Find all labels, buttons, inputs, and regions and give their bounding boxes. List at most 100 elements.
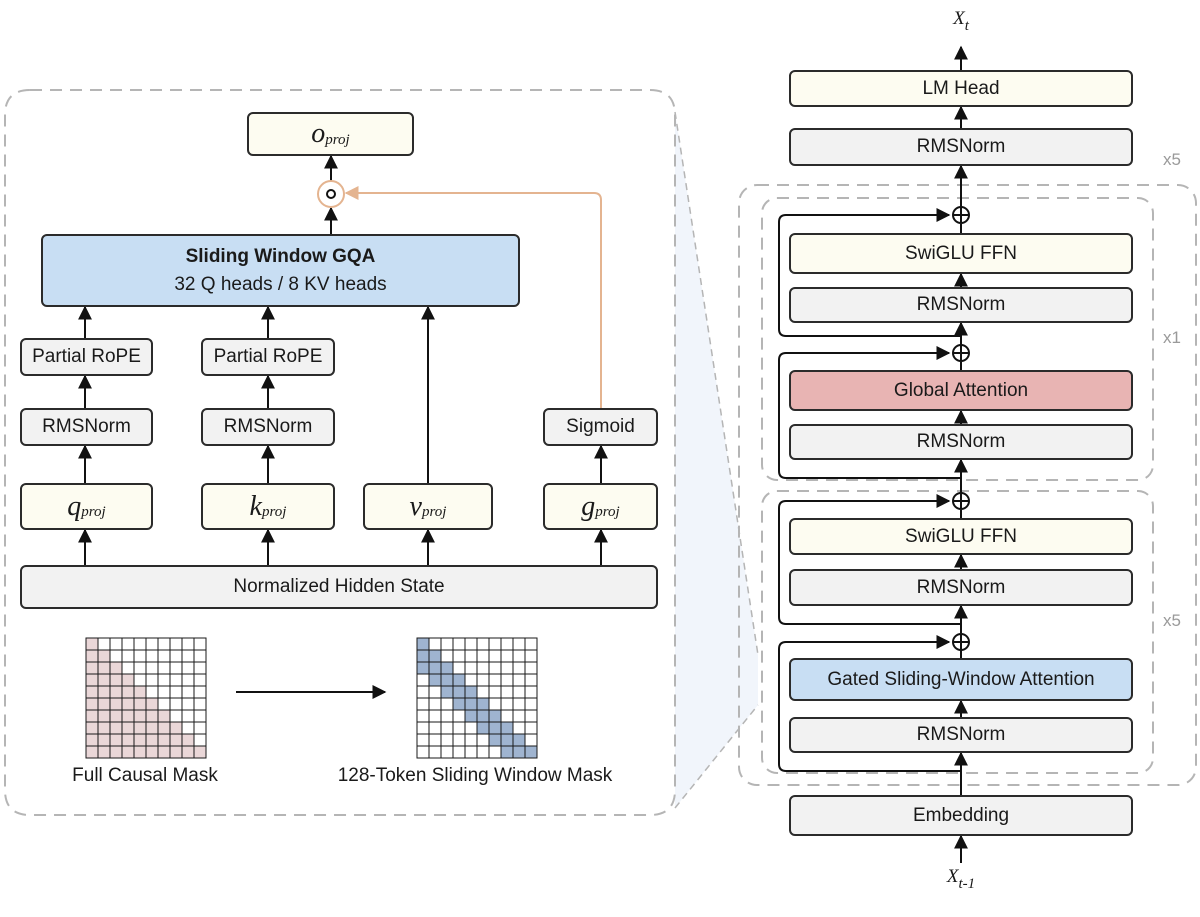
mask-cell	[416, 649, 430, 663]
mask-cell	[500, 697, 514, 711]
mask-cell	[181, 661, 195, 675]
mask-cell	[524, 673, 538, 687]
mask-cell	[440, 709, 454, 723]
mask-cell	[452, 709, 466, 723]
sigmoid-box: Sigmoid	[543, 408, 658, 446]
sliding-window-gqa-box: Sliding Window GQA 32 Q heads / 8 KV hea…	[41, 234, 520, 307]
mask-cell	[476, 745, 490, 759]
mask-cell	[157, 661, 171, 675]
mask-cell	[476, 637, 490, 651]
swa-layer-multiplier: x5	[1163, 611, 1181, 630]
mask-cell	[169, 721, 183, 735]
mask-cell	[121, 673, 135, 687]
sliding-window-mask	[416, 637, 538, 759]
mask-cell	[169, 709, 183, 723]
mask-cell	[157, 649, 171, 663]
mask-cell	[109, 673, 123, 687]
mask-cell	[488, 721, 502, 735]
mask-cell	[512, 697, 526, 711]
mask-cell	[85, 661, 99, 675]
q-partial-rope-box: Partial RoPE	[20, 338, 153, 376]
mask-cell	[488, 733, 502, 747]
mask-cell	[464, 733, 478, 747]
mask-cell	[157, 673, 171, 687]
full-causal-mask-label: Full Causal Mask	[72, 765, 218, 786]
mask-cell	[416, 673, 430, 687]
mask-cell	[97, 685, 111, 699]
mask-cell	[464, 661, 478, 675]
mask-cell	[133, 685, 147, 699]
mask-cell	[85, 721, 99, 735]
mask-cell	[85, 709, 99, 723]
input-symbol-letter: X	[946, 866, 959, 887]
mask-cell	[428, 685, 442, 699]
swa-ffn-rmsnorm-box: RMSNorm	[789, 569, 1133, 606]
mask-cell	[145, 637, 159, 651]
sliding-window-mask-label: 128-Token Sliding Window Mask	[337, 765, 613, 786]
mask-cell	[500, 745, 514, 759]
mask-cell	[476, 685, 490, 699]
mask-cell	[416, 721, 430, 735]
mask-cell	[524, 721, 538, 735]
mask-cell	[464, 649, 478, 663]
mask-cell	[169, 733, 183, 747]
mask-cell	[169, 673, 183, 687]
mask-cell	[524, 733, 538, 747]
mask-cell	[145, 709, 159, 723]
mask-cell	[524, 685, 538, 699]
mask-cell	[181, 697, 195, 711]
mask-cell	[488, 685, 502, 699]
mask-cell	[85, 637, 99, 651]
mask-cell	[440, 637, 454, 651]
mask-cell	[109, 709, 123, 723]
mask-cell	[524, 745, 538, 759]
mask-cell	[133, 697, 147, 711]
mask-cell	[133, 649, 147, 663]
mask-cell	[524, 697, 538, 711]
mask-cell	[464, 721, 478, 735]
q-proj-subscript: proj	[81, 504, 106, 520]
mask-cell	[193, 697, 207, 711]
mask-cell	[85, 745, 99, 759]
gqa-subtitle: 32 Q heads / 8 KV heads	[174, 273, 387, 295]
mask-cell	[97, 649, 111, 663]
mask-cell	[97, 709, 111, 723]
mask-cell	[121, 697, 135, 711]
lm-head-box: LM Head	[789, 70, 1133, 107]
mask-cell	[524, 637, 538, 651]
mask-cell	[145, 721, 159, 735]
mask-cell	[440, 661, 454, 675]
mask-cell	[428, 709, 442, 723]
mask-cell	[500, 661, 514, 675]
mask-cell	[181, 649, 195, 663]
mask-cell	[169, 745, 183, 759]
mask-cell	[109, 685, 123, 699]
input-token-symbol: Xt-1	[931, 866, 991, 892]
mask-cell	[440, 673, 454, 687]
mask-cell	[428, 745, 442, 759]
mask-cell	[512, 733, 526, 747]
mask-cell	[500, 709, 514, 723]
mask-cell	[169, 685, 183, 699]
mask-cell	[476, 733, 490, 747]
mask-cell	[181, 637, 195, 651]
mask-cell	[97, 733, 111, 747]
mask-cell	[416, 733, 430, 747]
attention-detail-panel	[4, 89, 676, 816]
mask-cell	[157, 697, 171, 711]
mask-cell	[97, 721, 111, 735]
outer-repeat-group	[738, 184, 1197, 786]
mask-cell	[169, 649, 183, 663]
mask-cell	[181, 721, 195, 735]
gated-sliding-window-attention-box: Gated Sliding-Window Attention	[789, 658, 1133, 701]
o-proj-subscript: proj	[325, 131, 350, 148]
k-rmsnorm-box: RMSNorm	[201, 408, 335, 446]
mask-cell	[464, 745, 478, 759]
mask-cell	[416, 697, 430, 711]
mask-cell	[524, 709, 538, 723]
mask-cell	[193, 721, 207, 735]
mask-cell	[476, 661, 490, 675]
mask-cell	[476, 673, 490, 687]
